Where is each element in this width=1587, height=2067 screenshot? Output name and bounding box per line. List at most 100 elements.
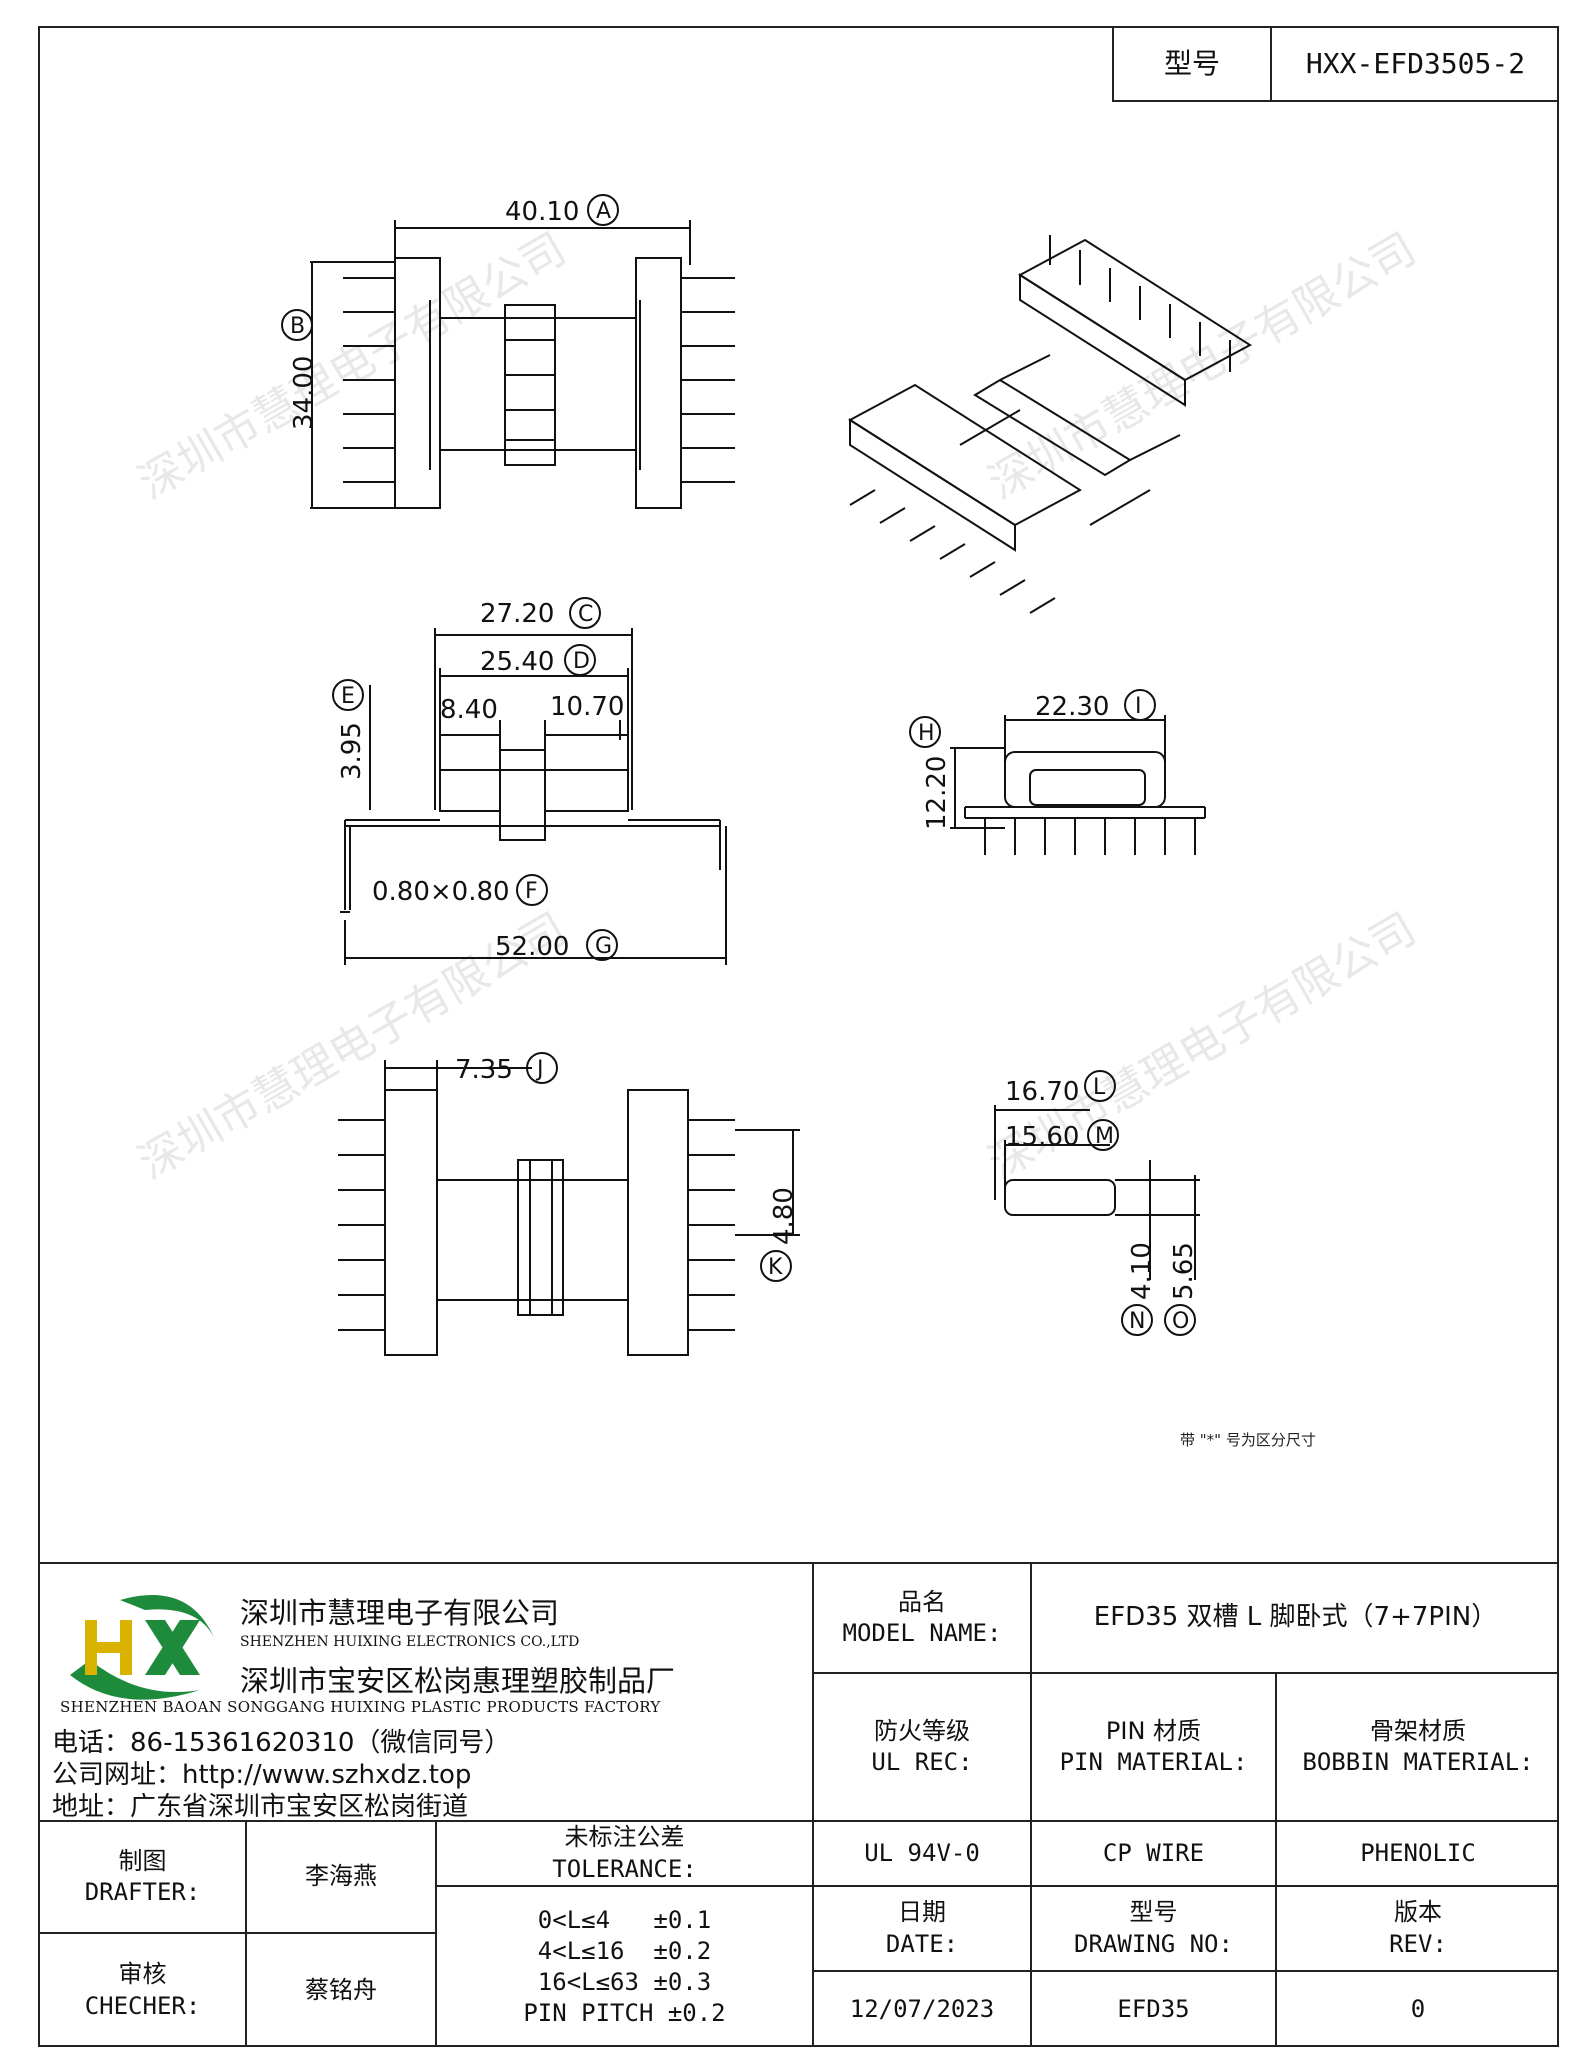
divider bbox=[1112, 26, 1114, 102]
front-view bbox=[340, 628, 727, 965]
label-f: F bbox=[525, 879, 538, 904]
dim-d2: 10.70 bbox=[550, 692, 624, 722]
label-m: M bbox=[1095, 1124, 1114, 1149]
svg-text:深圳市慧理电子有限公司: 深圳市慧理电子有限公司 bbox=[130, 223, 575, 509]
checker-cn: 审核 bbox=[118, 1960, 167, 1989]
divider bbox=[435, 1822, 437, 2047]
label-j: J bbox=[535, 1057, 544, 1082]
dim-o: 5.65 bbox=[1169, 1242, 1199, 1300]
pin-material-en: PIN MATERIAL: bbox=[1059, 1748, 1248, 1776]
dim-m: 15.60 bbox=[1005, 1122, 1079, 1152]
label-b: B bbox=[290, 314, 305, 339]
dim-a: 40.10 bbox=[505, 197, 579, 227]
divider bbox=[1030, 1562, 1032, 2047]
label-n: N bbox=[1129, 1309, 1145, 1334]
tolerance-line: 4<L≤16 ±0.2 bbox=[537, 1936, 712, 1965]
pin-material-value: CP WIRE bbox=[1102, 1838, 1205, 1867]
tolerance-line: 16<L≤63 ±0.3 bbox=[537, 1968, 712, 1996]
bobbin-material-value: PHENOLIC bbox=[1360, 1838, 1476, 1867]
rev-en: REV: bbox=[1389, 1929, 1447, 1958]
rev-cn: 版本 bbox=[1394, 1898, 1442, 1927]
tolerance-line: 0<L≤4 ±0.1 bbox=[537, 1905, 712, 1934]
drawing-frame bbox=[38, 26, 1559, 2047]
divider bbox=[38, 1820, 1559, 1822]
date-value: 12/07/2023 bbox=[849, 1994, 995, 2023]
factory-name-en: SHENZHEN BAOAN SONGGANG HUIXING PLASTIC … bbox=[60, 1698, 661, 1716]
date-label: 日期 DATE: bbox=[814, 1887, 1030, 1970]
company-website: 公司网址：http://www.szhxdz.top bbox=[52, 1760, 472, 1790]
ul-rec-en: UL REC: bbox=[871, 1748, 973, 1776]
tolerance-line: PIN PITCH ±0.2 bbox=[523, 1999, 726, 2028]
isometric-view bbox=[848, 235, 1252, 614]
dim-n: 4.10 bbox=[1127, 1242, 1157, 1300]
label-c: C bbox=[578, 602, 593, 627]
dim-g: 52.00 bbox=[495, 932, 569, 962]
model-name-cn: 品名 bbox=[898, 1587, 946, 1616]
label-i: I bbox=[1135, 694, 1142, 719]
label-l: L bbox=[1093, 1075, 1106, 1100]
dim-l: 16.70 bbox=[1005, 1077, 1079, 1107]
divider bbox=[245, 1822, 247, 2047]
note-text: 带 "*" 号为区分尺寸 bbox=[1180, 1431, 1316, 1449]
tolerance-cn: 未标注公差 bbox=[564, 1823, 685, 1852]
company-logo: HX bbox=[50, 1580, 215, 1700]
date-en: DATE: bbox=[885, 1929, 959, 1958]
tolerance-label: 未标注公差 TOLERANCE: bbox=[437, 1822, 812, 1885]
date-cn: 日期 bbox=[898, 1898, 946, 1927]
drawing-no-value: EFD35 bbox=[1117, 1994, 1190, 2023]
bottom-view bbox=[338, 1060, 800, 1356]
dim-c: 27.20 bbox=[480, 599, 554, 629]
label-h: H bbox=[918, 721, 935, 746]
label-a: A bbox=[596, 199, 611, 224]
rev-value: 0 bbox=[1410, 1994, 1426, 2023]
top-view bbox=[310, 220, 735, 509]
rev-label: 版本 REV: bbox=[1277, 1887, 1559, 1970]
logo-text: HX bbox=[50, 1580, 52, 1581]
divider bbox=[1275, 1672, 1277, 2047]
type-value: HXX-EFD3505-2 bbox=[1305, 46, 1526, 80]
dim-d: 25.40 bbox=[480, 647, 554, 677]
model-name-label: 品名 MODEL NAME: bbox=[814, 1564, 1030, 1672]
checker-name: 蔡铭舟 bbox=[305, 1975, 377, 2004]
svg-text:深圳市慧理电子有限公司: 深圳市慧理电子有限公司 bbox=[980, 223, 1425, 509]
type-label: 型号 bbox=[1163, 46, 1220, 80]
label-g: G bbox=[595, 934, 612, 959]
drafter-label: 制图 DRAFTER: bbox=[40, 1822, 245, 1932]
drafter-en: DRAFTER: bbox=[84, 1878, 201, 1906]
end-view bbox=[994, 1105, 1200, 1280]
model-name-en: MODEL NAME: bbox=[842, 1619, 1002, 1647]
label-o: O bbox=[1172, 1309, 1189, 1334]
divider bbox=[435, 1885, 812, 1887]
drawing-no-en: DRAWING NO: bbox=[1074, 1929, 1233, 1958]
divider bbox=[1270, 26, 1272, 102]
dim-d1: 8.40 bbox=[440, 695, 498, 725]
side-view bbox=[950, 715, 1206, 855]
company-name-en: SHENZHEN HUIXING ELECTRONICS CO.,LTD bbox=[240, 1634, 580, 1650]
dimension-circles bbox=[281, 194, 1196, 1336]
divider bbox=[812, 1562, 814, 2047]
factory-name-cn: 深圳市宝安区松岗惠理塑胶制品厂 bbox=[240, 1664, 676, 1698]
bobbin-material-label: 骨架材质 BOBBIN MATERIAL: bbox=[1277, 1674, 1559, 1820]
bobbin-material-cn: 骨架材质 bbox=[1370, 1716, 1466, 1745]
drawing-no-cn: 型号 bbox=[1129, 1898, 1178, 1927]
pin-material-cn: PIN 材质 bbox=[1105, 1716, 1202, 1745]
dim-f: 0.80×0.80 bbox=[372, 877, 510, 907]
company-phone: 电话：86-15361620310（微信同号） bbox=[52, 1728, 511, 1758]
divider bbox=[38, 1562, 1559, 1564]
company-name-cn: 深圳市慧理电子有限公司 bbox=[240, 1596, 560, 1630]
dim-h: 12.20 bbox=[922, 756, 952, 830]
divider bbox=[812, 1970, 1559, 1972]
company-address: 地址：广东省深圳市宝安区松岗街道 bbox=[52, 1792, 469, 1822]
pin-material-label: PIN 材质 PIN MATERIAL: bbox=[1032, 1674, 1275, 1820]
ul-rec-value: UL 94V-0 bbox=[864, 1838, 980, 1867]
divider bbox=[812, 1885, 1559, 1887]
divider bbox=[812, 1672, 1559, 1674]
ul-rec-cn: 防火等级 bbox=[874, 1716, 970, 1745]
checker-label: 审核 CHECHER: bbox=[40, 1934, 245, 2047]
model-name-value: EFD35 双槽 L 脚卧式（7+7PIN） bbox=[1093, 1602, 1498, 1633]
tolerance-en: TOLERANCE: bbox=[552, 1854, 697, 1883]
bobbin-material-en: BOBBIN MATERIAL: bbox=[1302, 1748, 1534, 1776]
dim-k: 4.80 bbox=[769, 1187, 799, 1245]
label-d: D bbox=[573, 649, 590, 674]
drafter-name: 李海燕 bbox=[305, 1862, 377, 1891]
